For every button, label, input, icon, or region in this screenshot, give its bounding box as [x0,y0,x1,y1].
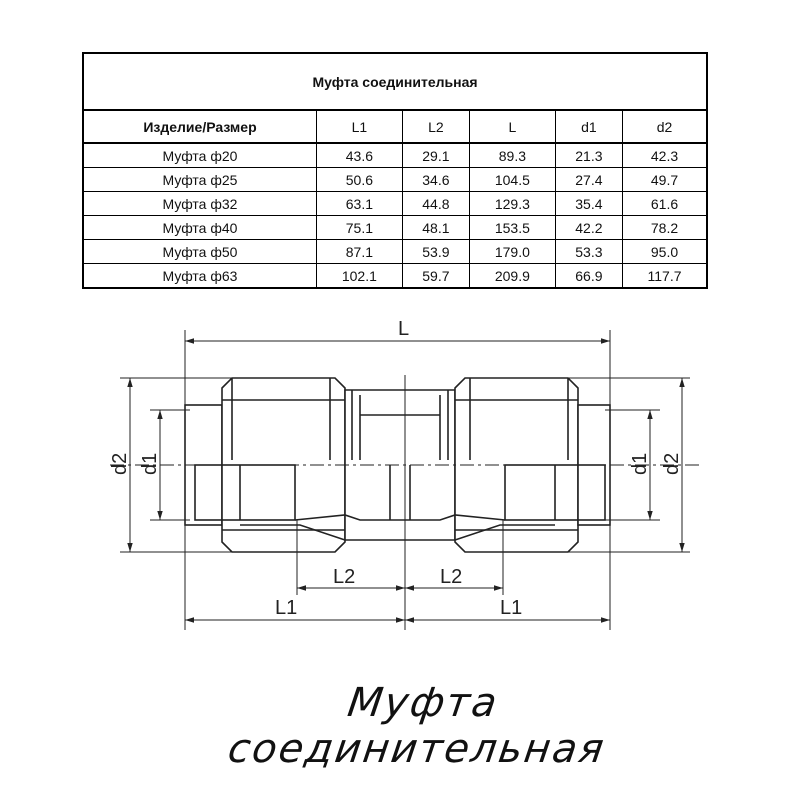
product-name-cell: Муфта ф32 [82,191,317,216]
value-cell: 75.1 [316,215,403,240]
product-name-cell: Муфта ф63 [82,263,317,289]
product-name-cell: Муфта ф50 [82,239,317,264]
value-cell: 104.5 [469,167,556,192]
value-cell: 89.3 [469,142,556,168]
label-d2-right: d2 [661,453,683,475]
value-cell: 35.4 [554,191,624,216]
product-name-cell: Муфта ф25 [82,167,317,192]
value-cell: 117.7 [622,263,708,289]
value-cell: 209.9 [469,263,556,289]
table-title: Муфта соединительная [82,52,708,111]
caption-title: Муфта соединительная [225,680,609,772]
value-cell: 43.6 [316,142,403,168]
label-d1-right: d1 [629,453,651,475]
value-cell: 95.0 [622,239,708,264]
value-cell: 53.3 [554,239,624,264]
label-L2-right: L2 [440,566,462,588]
value-cell: 61.6 [622,191,708,216]
column-header: d2 [622,109,708,144]
column-header: L2 [401,109,471,144]
table-header-row: Изделие/Размер L1 L2 L d1 d2 [82,109,708,144]
value-cell: 59.7 [401,263,471,289]
value-cell: 87.1 [316,239,403,264]
value-cell: 63.1 [316,191,403,216]
column-header: L [469,109,556,144]
value-cell: 48.1 [401,215,471,240]
value-cell: 102.1 [316,263,403,289]
value-cell: 66.9 [554,263,624,289]
value-cell: 179.0 [469,239,556,264]
label-L2-left: L2 [333,566,355,588]
product-name-cell: Муфта ф20 [82,142,317,168]
value-cell: 42.3 [622,142,708,168]
value-cell: 21.3 [554,142,624,168]
label-d2-left: d2 [109,453,131,475]
value-cell: 78.2 [622,215,708,240]
column-header: d1 [554,109,624,144]
label-L1-left: L1 [275,597,297,619]
value-cell: 29.1 [401,142,471,168]
label-L: L [398,318,409,340]
dimension-lines [120,330,690,630]
label-L1-right: L1 [500,597,522,619]
product-name-cell: Муфта ф40 [82,215,317,240]
value-cell: 50.6 [316,167,403,192]
value-cell: 34.6 [401,167,471,192]
value-cell: 53.9 [401,239,471,264]
value-cell: 42.2 [554,215,624,240]
dimensions-table: Муфта соединительная Изделие/Размер L1 L… [82,52,708,289]
column-header: Изделие/Размер [82,109,317,144]
label-d1-left: d1 [139,453,161,475]
